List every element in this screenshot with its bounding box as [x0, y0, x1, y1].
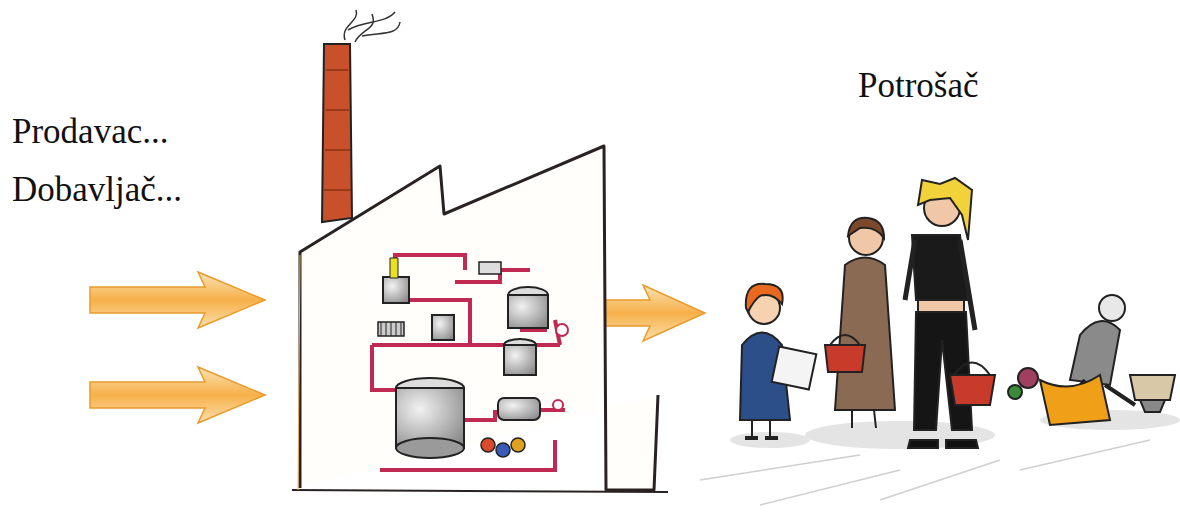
text-label: Prodavac... [12, 112, 168, 152]
text-label: Potrošač [858, 66, 979, 106]
chimney [322, 44, 352, 222]
woman [825, 218, 895, 428]
child [740, 284, 816, 438]
ground-lines [700, 440, 1150, 505]
shopper [1008, 295, 1175, 425]
machinery [372, 255, 568, 470]
smoke [344, 10, 400, 42]
teenager [905, 178, 995, 448]
text-label: Dobavljač... [12, 170, 182, 210]
factory [292, 146, 668, 492]
